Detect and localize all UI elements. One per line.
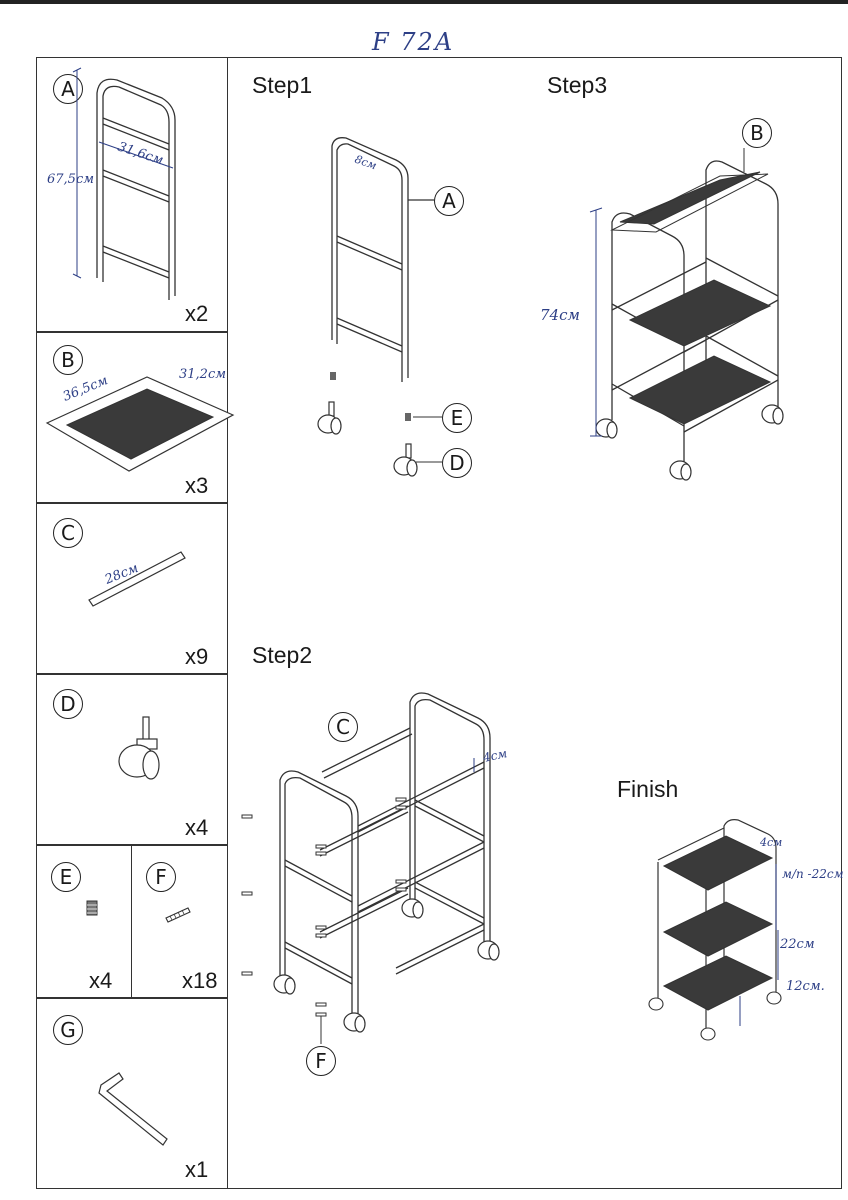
part-e-cell: E x4 bbox=[36, 845, 132, 998]
part-c-cell: C 28см x9 bbox=[36, 503, 228, 674]
step1-title: Step1 bbox=[252, 72, 313, 98]
model-code: F 72A bbox=[372, 28, 455, 56]
top-border-line bbox=[0, 0, 848, 4]
part-a-qty: x2 bbox=[185, 301, 209, 326]
part-b-label: B bbox=[53, 345, 83, 375]
step2-callout-c: C bbox=[328, 712, 358, 742]
finish-dim-top: 4см bbox=[759, 836, 782, 849]
part-b-qty: x3 bbox=[185, 473, 209, 498]
step2-callout-f: F bbox=[306, 1046, 336, 1076]
part-a-frame-drawing: 31,6см 67,5см bbox=[47, 67, 176, 300]
caster-wheel-icon bbox=[118, 716, 160, 780]
part-g-cell: G x1 bbox=[36, 998, 228, 1189]
step1-callout-a: A bbox=[434, 186, 464, 216]
part-c-qty: x9 bbox=[185, 644, 209, 669]
finish-title: Finish bbox=[617, 776, 679, 802]
part-b-cell: B 36,5см 31,2см x3 bbox=[36, 332, 235, 503]
finish-dim-middle: 22см bbox=[779, 937, 815, 952]
finish-dim-gap: м/п -22см bbox=[782, 867, 844, 881]
step2-dim: 4см bbox=[481, 746, 509, 765]
step3-height-dim: 74см bbox=[540, 306, 580, 324]
part-e-label: E bbox=[51, 862, 81, 892]
threaded-insert-icon bbox=[86, 900, 98, 916]
part-g-label: G bbox=[53, 1015, 83, 1045]
part-e-qty: x4 bbox=[89, 968, 113, 993]
part-d-qty: x4 bbox=[185, 815, 209, 840]
part-f-cell: F x18 bbox=[131, 845, 228, 998]
part-f-qty: x18 bbox=[182, 968, 218, 993]
part-a-label: A bbox=[53, 74, 83, 104]
finish-dim-bottom: 12см. bbox=[786, 979, 825, 994]
step2-title: Step2 bbox=[252, 642, 313, 668]
part-a-cell: A 31,6см 67,5см x2 bbox=[36, 57, 228, 332]
part-c-label: C bbox=[53, 518, 83, 548]
part-d-cell: D x4 bbox=[36, 674, 228, 845]
allen-key-icon bbox=[98, 1072, 168, 1146]
part-b-shelf-drawing: 36,5см 31,2см bbox=[45, 367, 235, 472]
step3-title: Step3 bbox=[547, 72, 608, 98]
step1-callout-e: E bbox=[442, 403, 472, 433]
part-g-qty: x1 bbox=[185, 1157, 209, 1182]
part-a-height-dim: 67,5см bbox=[47, 172, 94, 187]
part-f-label: F bbox=[146, 862, 176, 892]
part-b-width-dim: 31,2см bbox=[179, 367, 226, 382]
bolt-icon bbox=[165, 907, 191, 923]
step1-callout-d: D bbox=[442, 448, 472, 478]
part-d-label: D bbox=[53, 689, 83, 719]
part-c-crossbar-drawing: 28см bbox=[88, 551, 186, 607]
step3-callout-b: B bbox=[742, 118, 772, 148]
